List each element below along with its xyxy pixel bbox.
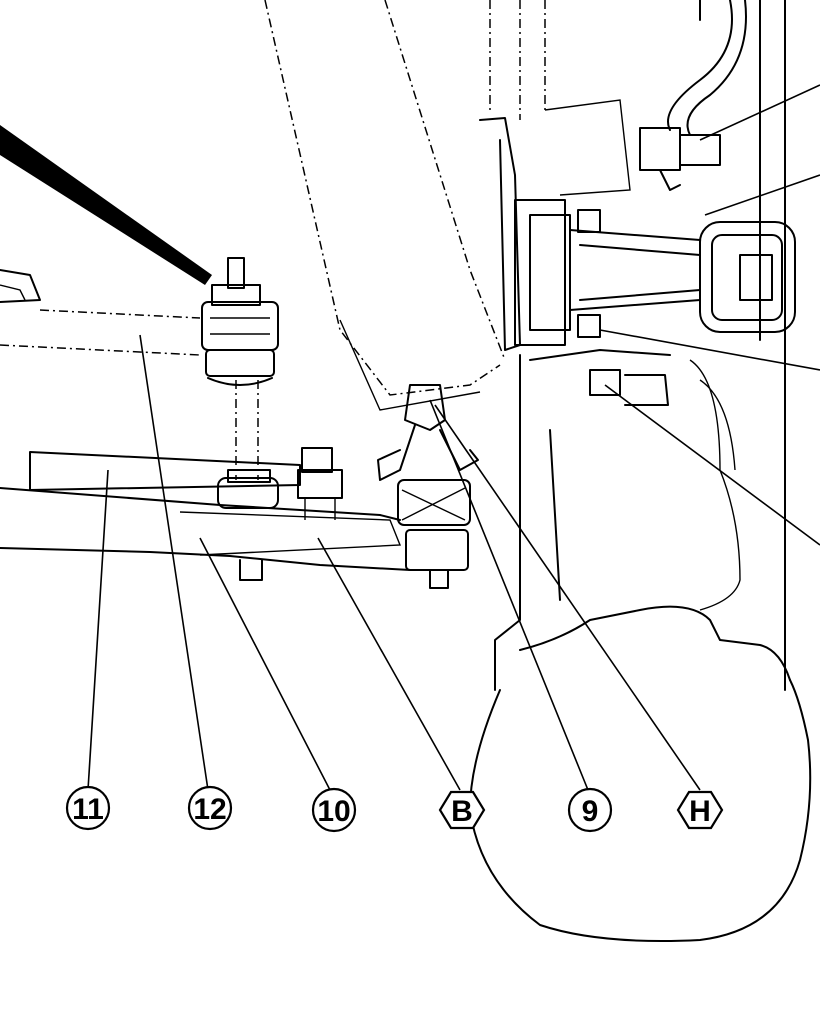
callout-11-label: 11 — [72, 793, 104, 826]
callout-b-label: B — [451, 795, 473, 828]
callout-b: B — [438, 790, 486, 830]
ball-joint — [377, 384, 479, 589]
lower-bushing — [217, 469, 279, 581]
upper-bolt — [639, 127, 721, 191]
callout-9-label: 9 — [582, 795, 599, 828]
strut-mount — [201, 257, 279, 480]
callout-h-label: H — [689, 795, 711, 828]
leader-lower — [604, 384, 820, 546]
wheel-hub — [479, 117, 796, 351]
lower-arm — [0, 269, 411, 571]
callout-10: 10 — [311, 787, 357, 833]
callout-12: 12 — [187, 785, 233, 831]
brake-hose — [667, 0, 747, 136]
callout-10-label: 10 — [317, 795, 350, 828]
callout-9: 9 — [567, 787, 613, 833]
leader-b — [317, 537, 461, 791]
tire-outline — [469, 359, 812, 942]
arm-bolt — [297, 447, 343, 520]
leader-h — [434, 404, 701, 791]
stabilizer-bar — [0, 125, 212, 285]
leader-lines — [87, 84, 820, 791]
callout-11: 11 — [65, 785, 111, 831]
callout-h: H — [676, 790, 724, 830]
leader-9 — [429, 399, 589, 791]
callout-12-label: 12 — [193, 793, 226, 826]
leader-12 — [139, 334, 209, 791]
leader-11 — [87, 469, 109, 791]
leader-upper-1 — [699, 84, 820, 141]
body-panel — [264, 0, 506, 411]
leader-10 — [199, 537, 331, 791]
knuckle-outline — [489, 0, 786, 691]
leader-mid — [599, 329, 820, 371]
leader-upper-2 — [704, 174, 820, 216]
